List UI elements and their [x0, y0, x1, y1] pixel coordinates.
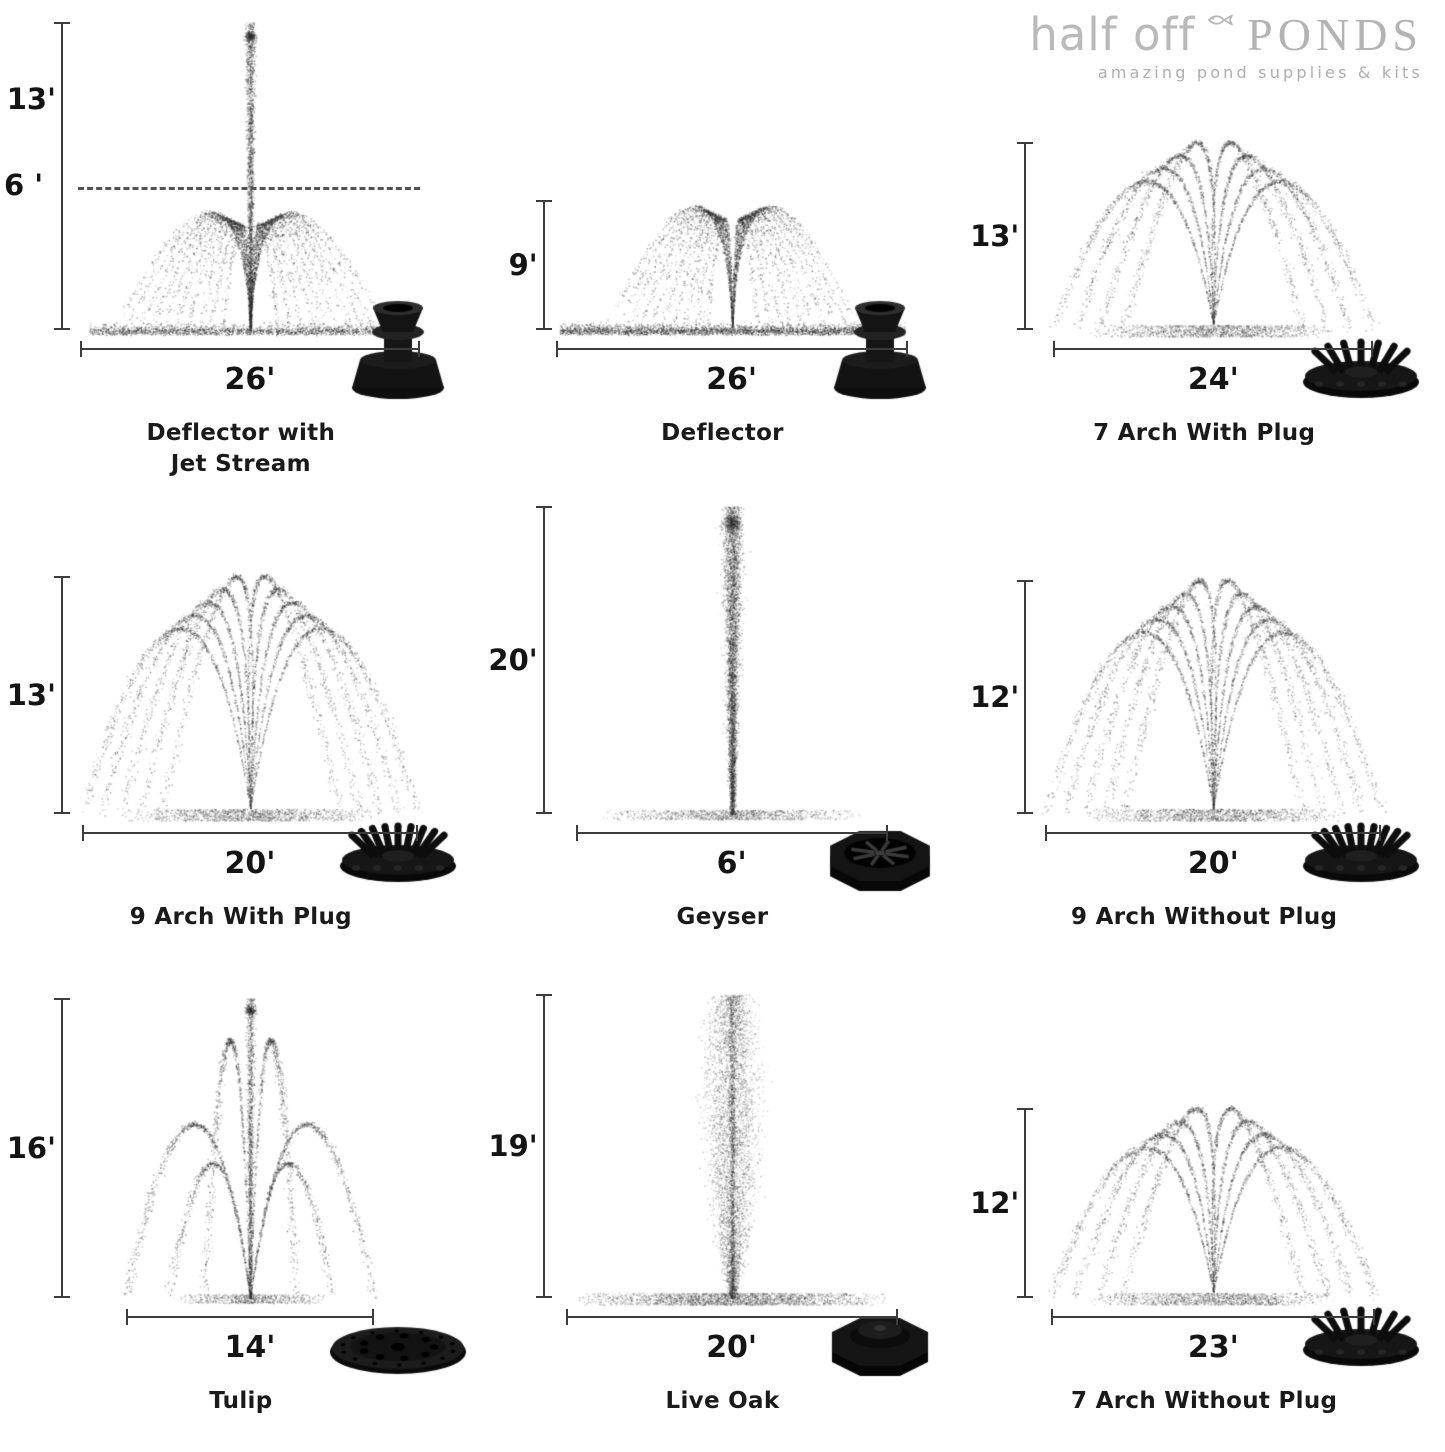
nozzle-name: 9 Arch With Plug [129, 904, 352, 930]
height-ruler [1017, 142, 1034, 330]
width-ruler [1051, 1309, 1376, 1325]
height-label: 12' [970, 1186, 1020, 1220]
nozzle-name: Geyser [676, 904, 769, 930]
fountain-cell-5: 20' 6' Geyser [481, 484, 964, 968]
height-label: 12' [970, 680, 1020, 714]
width-ruler [565, 1309, 898, 1325]
fountain-cell-3: 13' 24' 7 Arch With Plug [963, 0, 1445, 484]
nozzle-name: Deflector with Jet Stream [146, 420, 336, 478]
height-ruler [1017, 580, 1034, 814]
fish-icon [1208, 14, 1234, 26]
nozzle-name: Live Oak [665, 1388, 780, 1414]
height-ruler [535, 994, 552, 1298]
width-ruler [126, 1309, 374, 1325]
spray-illustration [0, 0, 482, 484]
width-ruler [1053, 341, 1374, 357]
height-ruler [535, 506, 552, 814]
width-label: 14' [224, 1330, 276, 1365]
width-ruler [575, 825, 888, 841]
width-label: 23' [1187, 1330, 1239, 1365]
height-ruler [54, 576, 70, 814]
width-ruler [555, 341, 908, 357]
height-label: 19' [488, 1129, 538, 1163]
fountain-cell-1: 13' 6 ' 26' Deflector with Jet Stream [0, 0, 482, 484]
height-label: 13' [6, 82, 56, 116]
spray-illustration [0, 968, 482, 1452]
nozzle-name: 7 Arch Without Plug [1071, 1388, 1338, 1414]
width-label: 26' [224, 362, 276, 397]
width-label: 26' [706, 362, 758, 397]
fountain-cell-9: 12' 23' 7 Arch Without Plug [963, 968, 1445, 1452]
spray-illustration [963, 968, 1445, 1452]
height-label: 20' [488, 643, 538, 677]
width-ruler [1045, 825, 1382, 841]
width-label: 20' [1187, 846, 1239, 881]
height-label: 13' [970, 219, 1020, 253]
height-label: 16' [6, 1131, 56, 1165]
spray-illustration [0, 484, 482, 968]
height-ruler [1017, 1108, 1034, 1298]
height-ruler [54, 22, 70, 330]
spray-illustration [481, 968, 964, 1452]
nozzle-name: Tulip [209, 1388, 273, 1414]
spray-illustration [963, 484, 1445, 968]
brand-title: half off PONDS [1029, 8, 1423, 61]
fountain-cell-6: 12' 20' 9 Arch Without Plug [963, 484, 1445, 968]
height-ruler [535, 200, 552, 330]
width-label: 20' [224, 846, 276, 881]
nozzle-name: 7 Arch With Plug [1093, 420, 1316, 446]
nozzle-name: 9 Arch Without Plug [1071, 904, 1338, 930]
secondary-height-label: 6 ' [4, 168, 44, 202]
height-label: 9' [508, 248, 538, 282]
width-ruler [80, 341, 420, 357]
width-label: 20' [706, 1330, 758, 1365]
spray-illustration [481, 0, 964, 484]
secondary-height-line [78, 187, 420, 190]
spray-illustration [481, 484, 964, 968]
fountain-cell-2: 9' 26' Deflector [481, 0, 964, 484]
nozzle-name: Deflector [661, 420, 784, 446]
height-ruler [54, 998, 70, 1298]
fountain-cell-4: 13' 20' 9 Arch With Plug [0, 484, 482, 968]
brand-halfoff: half off [1029, 8, 1196, 61]
brand-logo: half off PONDS amazing pond supplies & k… [1029, 8, 1423, 82]
brand-ponds: PONDS [1247, 9, 1423, 60]
fountain-cell-8: 19' 20' Live Oak [481, 968, 964, 1452]
width-label: 6' [716, 846, 747, 881]
width-ruler [82, 825, 418, 841]
width-label: 24' [1187, 362, 1239, 397]
brand-tagline: amazing pond supplies & kits [1097, 63, 1423, 82]
height-label: 13' [6, 678, 56, 712]
fountain-cell-7: 16' 14' Tulip [0, 968, 482, 1452]
spray-illustration [963, 0, 1445, 484]
